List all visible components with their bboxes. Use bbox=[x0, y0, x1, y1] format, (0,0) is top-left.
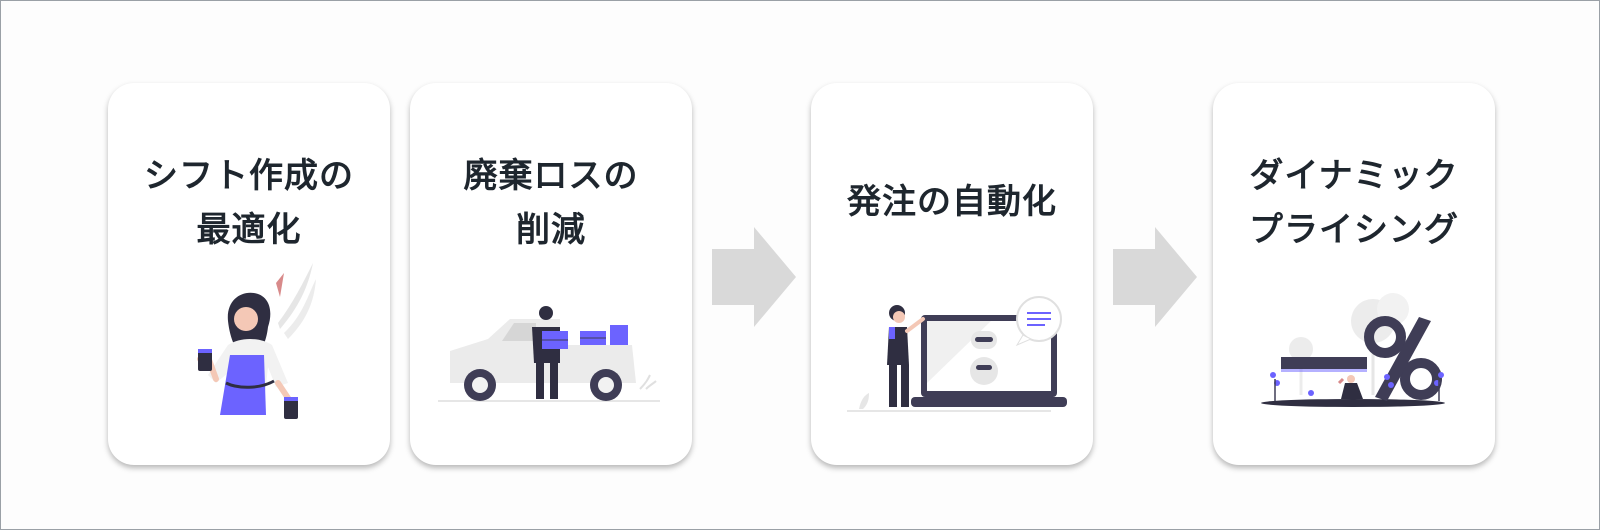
arrow-right-icon bbox=[712, 227, 796, 327]
step-title-line: 削減 bbox=[516, 210, 586, 250]
step-title-line: 発注の自動化 bbox=[847, 182, 1057, 222]
step-title-line: シフト作成の bbox=[144, 156, 354, 196]
barista-woman-icon bbox=[197, 263, 316, 419]
step-card-ordering: 発注の自動化 bbox=[811, 83, 1093, 465]
arrow-right-icon bbox=[1113, 227, 1197, 327]
step-card-waste: 廃棄ロスの 削減 bbox=[410, 83, 692, 465]
step-card-shift: シフト作成の 最適化 bbox=[108, 83, 390, 465]
step-title-line: プライシング bbox=[1249, 210, 1459, 250]
step-title: シフト作成の 最適化 bbox=[108, 149, 390, 257]
step-title: 廃棄ロスの 削減 bbox=[410, 149, 692, 257]
percent-sign-icon bbox=[1261, 293, 1445, 407]
step-title-line: 最適化 bbox=[196, 210, 302, 250]
step-title-line: ダイナミック bbox=[1249, 156, 1459, 196]
step-title: ダイナミック プライシング bbox=[1213, 149, 1495, 257]
step-title-line: 廃棄ロスの bbox=[463, 156, 639, 196]
robot-laptop-icon bbox=[847, 296, 1067, 412]
step-title: 発注の自動化 bbox=[811, 175, 1093, 229]
step-card-pricing: ダイナミック プライシング bbox=[1213, 83, 1495, 465]
delivery-truck-icon bbox=[438, 306, 660, 402]
